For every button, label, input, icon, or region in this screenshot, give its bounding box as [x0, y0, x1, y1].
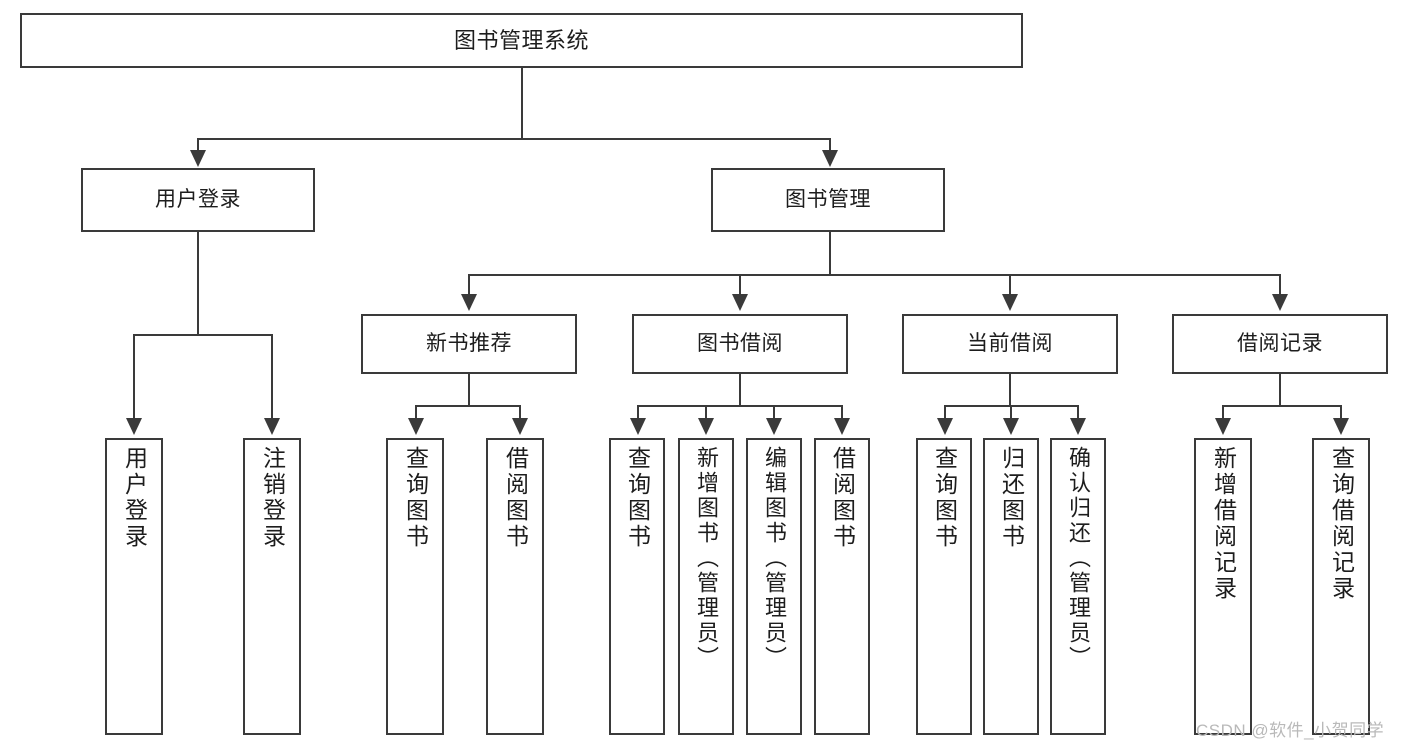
arrow-book-mgmt-c2: [732, 294, 748, 311]
node-leaf-query-borrow-record[interactable]: 查询借阅记录: [1312, 438, 1370, 735]
connector-record-bar: [1222, 405, 1341, 407]
connector-borrow-leaf2: [705, 405, 707, 422]
connector-current-leaf2: [1010, 405, 1012, 422]
arrow-current-leaf2: [1003, 418, 1019, 435]
connector-book-mgmt-trunk: [829, 232, 831, 276]
node-label: 新书推荐: [426, 331, 512, 355]
arrow-borrow-leaf1: [630, 418, 646, 435]
node-leaf-borrow-books-recommend[interactable]: 借阅图书: [486, 438, 544, 735]
node-leaf-add-borrow-record[interactable]: 新增借阅记录: [1194, 438, 1252, 735]
arrow-root-to-user-login: [190, 150, 206, 167]
connector-root-to-book-mgmt: [829, 138, 831, 154]
arrow-borrow-leaf4: [834, 418, 850, 435]
node-label: 图书管理: [785, 187, 871, 211]
connector-new-book-bar: [415, 405, 521, 407]
connector-user-login-trunk: [197, 232, 199, 336]
connector-user-login-leaf1: [133, 334, 135, 422]
node-leaf-query-books-borrow[interactable]: 查询图书: [609, 438, 665, 735]
node-label: 图书借阅: [697, 331, 783, 355]
arrow-current-leaf3: [1070, 418, 1086, 435]
connector-book-mgmt-c4: [1279, 274, 1281, 298]
arrow-user-login-leaf1: [126, 418, 142, 435]
node-label: 借阅图书: [829, 446, 856, 550]
node-label: 新增借阅记录: [1210, 446, 1237, 602]
node-label: 注销登录: [259, 446, 286, 550]
node-borrow-record[interactable]: 借阅记录: [1172, 314, 1388, 374]
watermark-text: CSDN @软件_小贺同学: [1196, 721, 1385, 740]
node-leaf-user-login[interactable]: 用户登录: [105, 438, 163, 735]
node-leaf-add-book-admin[interactable]: 新增图书（管理员）: [678, 438, 734, 735]
connector-current-leaf1: [944, 405, 946, 422]
connector-book-mgmt-c1: [468, 274, 470, 298]
node-user-login[interactable]: 用户登录: [81, 168, 315, 232]
arrow-book-mgmt-c1: [461, 294, 477, 311]
connector-root-bar: [197, 138, 830, 140]
node-label: 用户登录: [155, 187, 241, 211]
connector-borrow-trunk: [739, 374, 741, 407]
node-label: 用户登录: [121, 446, 148, 550]
node-label: 图书管理系统: [453, 27, 589, 53]
connector-current-leaf3: [1077, 405, 1079, 422]
node-new-book-recommend[interactable]: 新书推荐: [361, 314, 577, 374]
arrow-borrow-leaf2: [698, 418, 714, 435]
arrow-book-mgmt-c3: [1002, 294, 1018, 311]
connector-book-mgmt-bar: [468, 274, 1280, 276]
connector-borrow-leaf4: [841, 405, 843, 422]
arrow-current-leaf1: [937, 418, 953, 435]
node-label: 新增图书（管理员）: [694, 446, 719, 671]
node-book-management[interactable]: 图书管理: [711, 168, 945, 232]
arrow-record-leaf2: [1333, 418, 1349, 435]
arrow-user-login-leaf2: [264, 418, 280, 435]
connector-record-leaf1: [1222, 405, 1224, 422]
connector-current-trunk: [1009, 374, 1011, 407]
arrow-root-to-book-mgmt: [822, 150, 838, 167]
connector-user-login-bar: [133, 334, 273, 336]
node-current-borrow[interactable]: 当前借阅: [902, 314, 1118, 374]
arrow-new-book-leaf2: [512, 418, 528, 435]
node-leaf-confirm-return-admin[interactable]: 确认归还（管理员）: [1050, 438, 1106, 735]
connector-record-leaf2: [1340, 405, 1342, 422]
connector-new-book-leaf1: [415, 405, 417, 422]
connector-book-mgmt-c3: [1009, 274, 1011, 298]
node-label: 借阅图书: [502, 446, 529, 550]
arrow-record-leaf1: [1215, 418, 1231, 435]
node-leaf-query-books-recommend[interactable]: 查询图书: [386, 438, 444, 735]
connector-book-mgmt-c2: [739, 274, 741, 298]
connector-new-book-trunk: [468, 374, 470, 407]
node-leaf-logout[interactable]: 注销登录: [243, 438, 301, 735]
connector-borrow-bar: [637, 405, 843, 407]
node-label: 确认归还（管理员）: [1066, 446, 1091, 671]
node-label: 查询借阅记录: [1328, 446, 1355, 602]
arrow-book-mgmt-c4: [1272, 294, 1288, 311]
connector-record-trunk: [1279, 374, 1281, 407]
node-leaf-query-books-current[interactable]: 查询图书: [916, 438, 972, 735]
node-label: 查询图书: [624, 446, 651, 550]
arrow-borrow-leaf3: [766, 418, 782, 435]
node-leaf-borrow-books[interactable]: 借阅图书: [814, 438, 870, 735]
connector-new-book-leaf2: [519, 405, 521, 422]
connector-user-login-leaf2: [271, 334, 273, 422]
connector-root-to-user-login: [197, 138, 199, 154]
arrow-new-book-leaf1: [408, 418, 424, 435]
connector-borrow-leaf3: [773, 405, 775, 422]
connector-root-trunk: [521, 68, 523, 139]
connector-borrow-leaf1: [637, 405, 639, 422]
node-label: 当前借阅: [967, 331, 1053, 355]
node-label: 借阅记录: [1237, 331, 1323, 355]
node-leaf-return-books[interactable]: 归还图书: [983, 438, 1039, 735]
node-label: 归还图书: [998, 446, 1025, 550]
node-book-borrow[interactable]: 图书借阅: [632, 314, 848, 374]
node-label: 查询图书: [931, 446, 958, 550]
node-root-system[interactable]: 图书管理系统: [20, 13, 1023, 68]
node-leaf-edit-book-admin[interactable]: 编辑图书（管理员）: [746, 438, 802, 735]
node-label: 编辑图书（管理员）: [762, 446, 787, 671]
node-label: 查询图书: [402, 446, 429, 550]
